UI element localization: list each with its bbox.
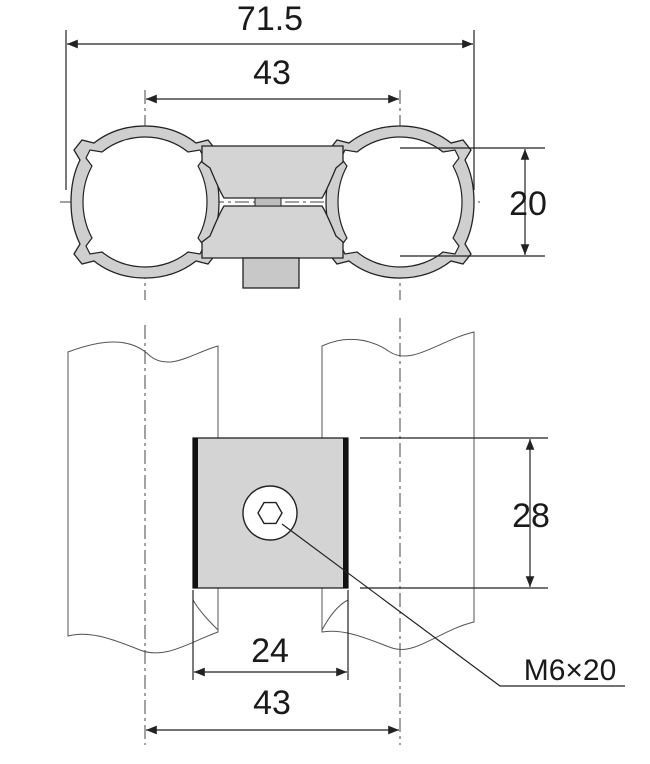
clamp-lower-half (201, 205, 344, 259)
left-tube-profile (70, 125, 220, 279)
dim-block-width-label: 24 (251, 632, 289, 670)
dim-block-height-label: 28 (512, 497, 550, 535)
right-tube-outline (321, 331, 475, 650)
left-tube-lower-edge (192, 599, 219, 631)
dim-overall-width-label: 71.5 (237, 0, 303, 38)
clamp-block-edge-left (193, 438, 198, 588)
left-tube-inner (82, 136, 208, 268)
clamp-center-gap (254, 197, 282, 207)
clamp-block-edge-right (343, 438, 348, 588)
screw-callout: M6×20 (281, 523, 625, 687)
front-view: 28 24 43 M6×20 (67, 318, 625, 745)
dim-block-height: 28 (360, 437, 550, 589)
dim-block-width: 24 (192, 590, 349, 680)
dim-top-center-distance-label: 43 (253, 54, 291, 92)
clamp-upper-half (201, 145, 344, 199)
dim-height-label: 20 (509, 185, 547, 223)
screw-callout-label: M6×20 (524, 654, 617, 687)
right-tube-lower-edge (321, 599, 349, 631)
dim-bottom-center-distance-label: 43 (253, 684, 291, 722)
dim-top-center-distance: 43 (146, 54, 399, 104)
dim-bottom-center-distance: 43 (146, 684, 399, 735)
right-tube-inner (337, 136, 463, 268)
dim-overall-width: 71.5 (65, 0, 475, 190)
dim-height: 20 (400, 147, 547, 257)
hex-socket-icon (257, 501, 283, 525)
screw-head-side (242, 257, 300, 289)
top-view: 71.5 43 20 (60, 0, 547, 300)
right-tube-profile (325, 125, 475, 279)
